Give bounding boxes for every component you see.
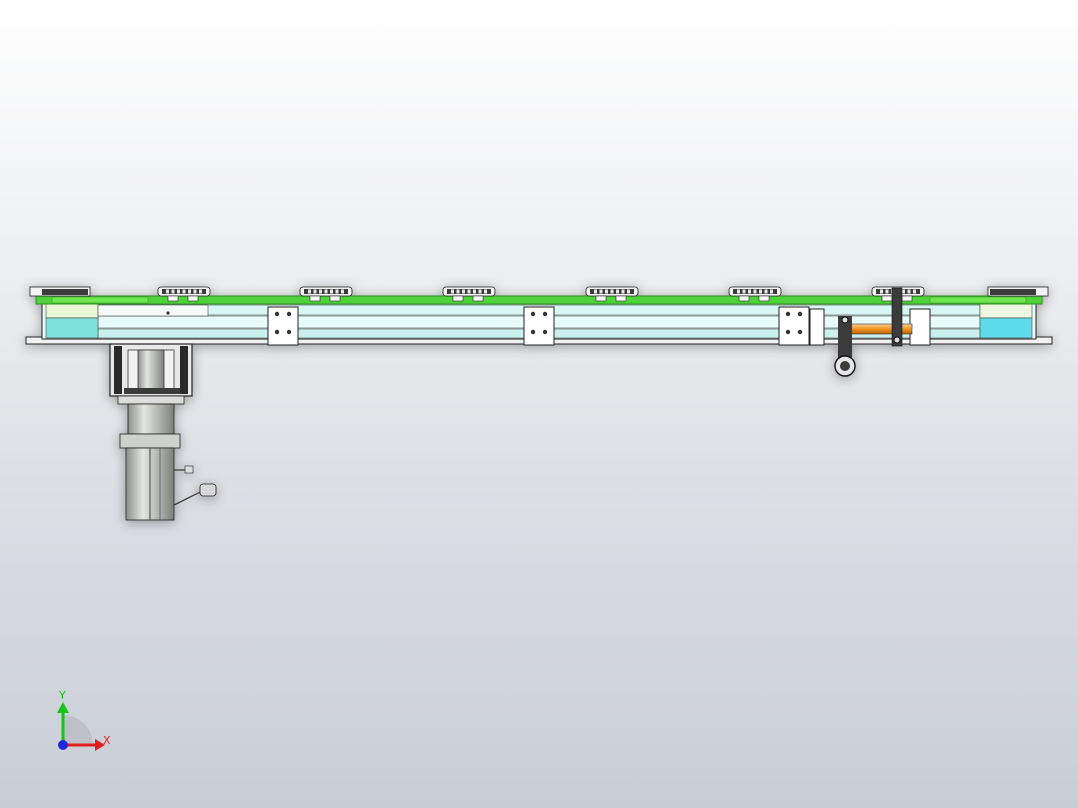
roller-pulley: [442, 286, 496, 302]
left-inner-plate: [97, 304, 209, 317]
conveyor-assembly: [25, 286, 1053, 521]
mounting-bracket: [778, 306, 810, 346]
tensioner-bracket-right: [909, 308, 931, 346]
roller-pulley: [728, 286, 782, 302]
right-end-stop: [987, 286, 1049, 297]
bolt: [797, 329, 803, 335]
gearbox-body: [127, 403, 175, 435]
cable-connector: [199, 483, 217, 497]
bolt: [530, 311, 536, 317]
right-end-block-lower: [979, 317, 1033, 339]
bolt: [542, 311, 548, 317]
bolt: [530, 329, 536, 335]
top-plate-left: [51, 296, 149, 304]
cylinder-body: [838, 316, 852, 360]
mounting-brackets: [267, 306, 810, 346]
left-end-stop: [29, 286, 91, 297]
drive-motor-assembly[interactable]: [109, 343, 217, 521]
cylinder-arm: [891, 287, 903, 347]
bolt: [274, 311, 280, 317]
y-axis-label: Y: [58, 689, 66, 702]
left-end-block-lower: [45, 317, 99, 339]
roller-pulley: [299, 286, 353, 302]
roller-pulley: [157, 286, 211, 302]
triad-arc: [63, 715, 93, 745]
mounting-bracket: [523, 306, 555, 346]
tensioner-bracket: [809, 308, 825, 346]
gearbox: [117, 395, 185, 405]
bolt: [286, 329, 292, 335]
bolt: [542, 329, 548, 335]
plate-screw: [166, 311, 170, 315]
z-axis-dot: [58, 740, 68, 750]
x-axis-label: X: [103, 734, 111, 747]
bolt: [797, 311, 803, 317]
y-arrow-head: [57, 702, 69, 713]
left-end-block: [45, 303, 99, 319]
tensioner-assembly[interactable]: [809, 287, 931, 377]
bolt: [785, 329, 791, 335]
x-arrow-head: [95, 739, 105, 751]
top-plate: [35, 295, 1043, 305]
mounting-bracket: [267, 306, 299, 346]
roller-pulleys: [157, 286, 925, 302]
coordinate-triad: Y X: [57, 689, 111, 751]
bolt: [286, 311, 292, 317]
right-end-block: [979, 303, 1033, 319]
roller-pulley: [585, 286, 639, 302]
top-plate-right: [929, 296, 1027, 304]
motor-flange: [119, 433, 181, 449]
bolt: [274, 329, 280, 335]
bolt: [785, 311, 791, 317]
